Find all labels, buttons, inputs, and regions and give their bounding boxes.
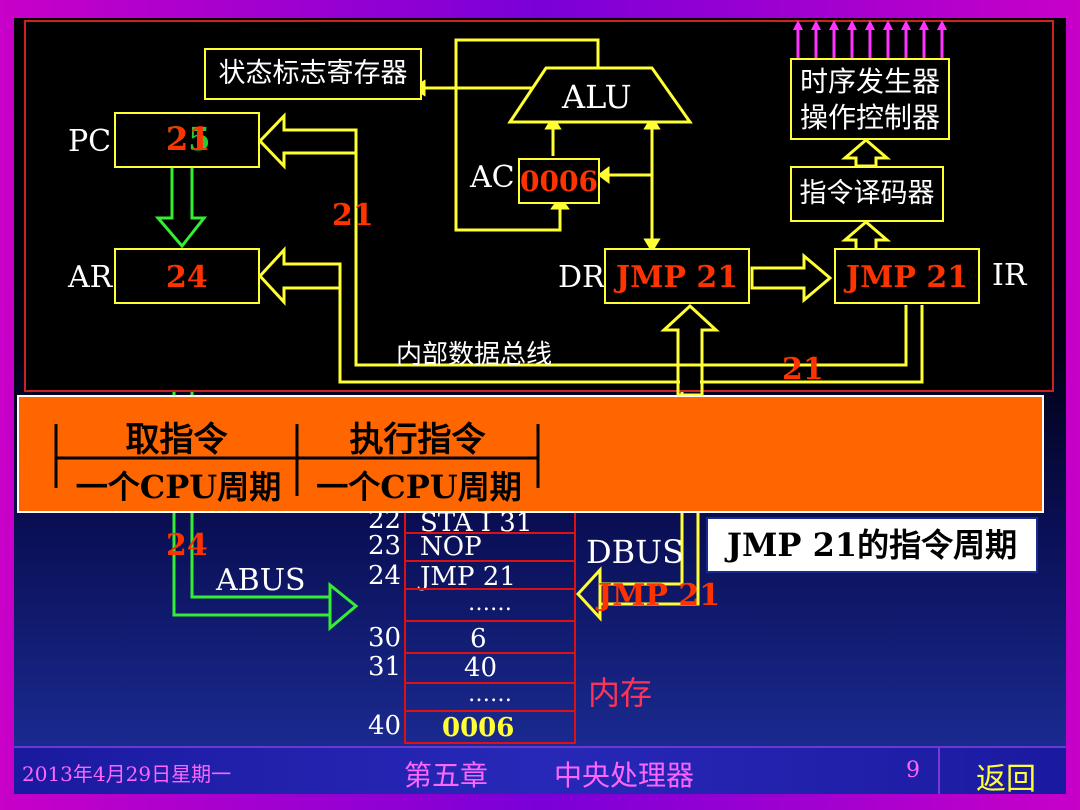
ir-label: IR xyxy=(992,258,1027,293)
execute-cycle-label: 一个CPU周期 xyxy=(316,468,522,506)
ir-register: JMP 21 xyxy=(834,248,980,304)
memory-address: 30 xyxy=(368,623,402,653)
ac-label: AC xyxy=(470,160,515,195)
footer-chapter: 第五章 xyxy=(404,759,489,792)
dr-register: JMP 21 xyxy=(604,248,750,304)
dbus-label: DBUS xyxy=(586,533,685,571)
ac-register: 0006 xyxy=(518,158,600,204)
memory-label: 内存 xyxy=(588,674,653,712)
memory-address: 31 xyxy=(368,652,402,682)
instruction-cycle-banner xyxy=(17,395,1044,513)
memory-address: 40 xyxy=(368,711,402,741)
internal-bus-label: 内部数据总线 xyxy=(396,340,553,370)
memory-content: 0006 xyxy=(442,713,515,743)
instruction-decoder: 指令译码器 xyxy=(790,166,944,222)
alu-label: ALU xyxy=(562,78,632,116)
pc-bus-value: 21 xyxy=(332,198,374,233)
ir-bus-value: 21 xyxy=(782,352,824,387)
cycle-note: JMP 21的指令周期 xyxy=(706,517,1038,573)
abus-value: 24 xyxy=(166,528,208,563)
memory-address: 24 xyxy=(368,561,402,591)
pc-register xyxy=(114,112,260,168)
memory-content: …… xyxy=(468,591,512,616)
footer-date: 2013年4月29日星期一 xyxy=(22,762,232,786)
timing-control-unit: 时序发生器 操作控制器 xyxy=(790,58,950,140)
dbus-value: JMP 21 xyxy=(598,578,721,613)
execute-instruction-label: 执行指令 xyxy=(349,420,486,460)
operation-controller-label: 操作控制器 xyxy=(799,101,940,134)
ar-label: AR xyxy=(68,260,113,295)
footer-divider xyxy=(938,748,940,794)
dr-label: DR xyxy=(558,260,605,295)
fetch-cycle-label: 一个CPU周期 xyxy=(75,468,282,506)
memory-content: NOP xyxy=(420,532,482,562)
pc-old-value: 25 xyxy=(166,120,211,158)
memory-content: JMP 21 xyxy=(420,562,516,592)
status-register: 状态标志寄存器 xyxy=(204,48,422,100)
memory-cell: 0006 xyxy=(404,710,576,744)
abus-label: ABUS xyxy=(216,563,306,598)
memory-content: …… xyxy=(468,682,512,707)
timing-generator-label: 时序发生器 xyxy=(799,65,940,98)
memory-address: 23 xyxy=(368,531,402,561)
pc-value: 21 xyxy=(166,120,211,158)
memory-content: 40 xyxy=(464,653,498,683)
slide-footer: 2013年4月29日星期一 第五章 中央处理器 9 返回 xyxy=(14,746,1066,797)
pc-label: PC xyxy=(68,124,112,159)
ar-register: 24 xyxy=(114,248,260,304)
memory-content: STA I 31 xyxy=(420,510,533,534)
memory-content: 6 xyxy=(470,624,487,654)
footer-page-number: 9 xyxy=(906,758,920,783)
footer-chapter-title: 中央处理器 xyxy=(554,759,695,792)
fetch-instruction-label: 取指令 xyxy=(125,420,228,460)
back-link[interactable]: 返回 xyxy=(976,762,1036,797)
